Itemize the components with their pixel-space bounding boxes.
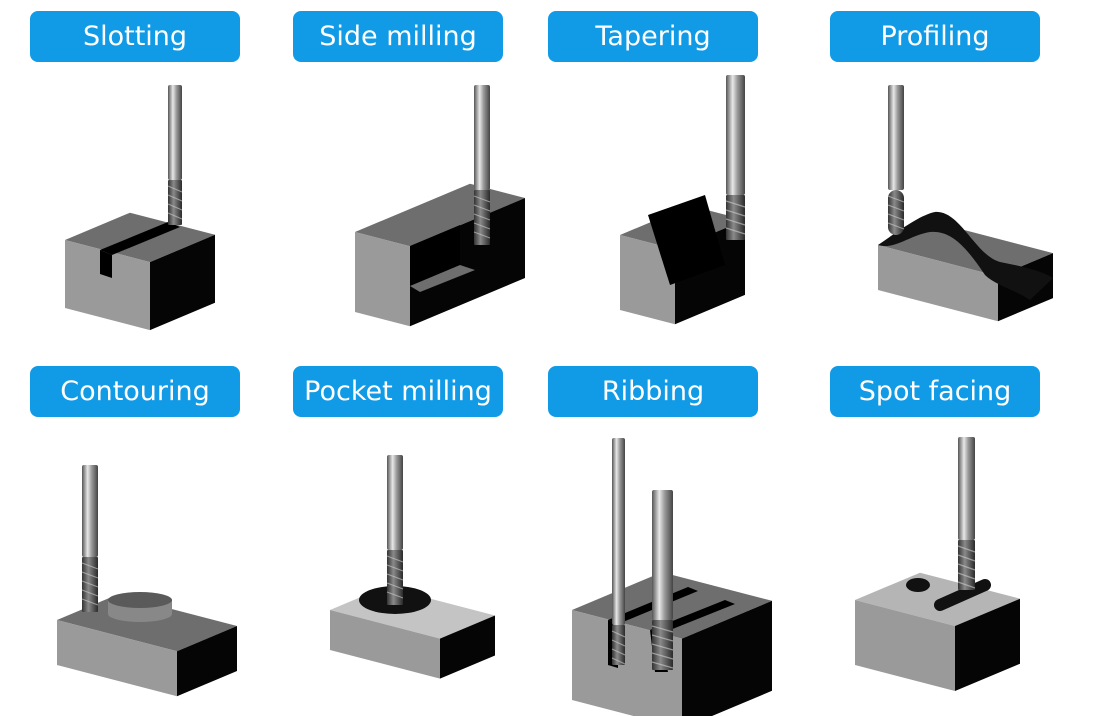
cylinder-boss xyxy=(108,592,172,608)
spot-facing-illustration xyxy=(855,437,1020,691)
block-front xyxy=(620,235,675,325)
end-mill-shank xyxy=(82,465,98,557)
slotting-illustration xyxy=(65,85,215,331)
label-slotting: Slotting xyxy=(30,11,240,62)
contouring-illustration xyxy=(57,465,237,697)
slot xyxy=(934,579,991,611)
end-mill-shank xyxy=(612,438,625,625)
label-ribbing: Ribbing xyxy=(548,366,758,417)
end-mill-shank xyxy=(888,85,904,190)
block-top xyxy=(855,572,1020,626)
end-mill-shank xyxy=(168,85,182,180)
label-pocket-milling: Pocket milling xyxy=(293,366,503,417)
label-spot-facing: Spot facing xyxy=(830,366,1040,417)
end-mill-shank xyxy=(387,455,403,550)
spot-hole xyxy=(906,578,930,592)
label-profiling: Profiling xyxy=(830,11,1040,62)
block-front xyxy=(855,600,955,691)
ribbing-illustration xyxy=(572,438,772,716)
block-front xyxy=(65,240,150,331)
side-milling-illustration xyxy=(355,85,525,327)
end-mill-shank xyxy=(726,75,745,195)
block-side xyxy=(440,615,495,679)
block-front xyxy=(330,610,440,679)
tapering-illustration xyxy=(620,75,746,325)
block-front xyxy=(355,232,410,327)
end-mill-flutes xyxy=(168,180,182,225)
end-mill-flutes xyxy=(726,195,745,240)
end-mill-shank xyxy=(474,85,490,190)
end-mill-shank xyxy=(652,490,673,620)
end-mill-flutes xyxy=(888,190,904,235)
block-side xyxy=(682,600,772,716)
block-front xyxy=(878,245,998,322)
block-side xyxy=(150,234,215,331)
block-side xyxy=(410,198,525,327)
block-front xyxy=(57,620,177,697)
label-contouring: Contouring xyxy=(30,366,240,417)
block-top xyxy=(57,594,237,652)
label-side-milling: Side milling xyxy=(293,11,503,62)
block-side xyxy=(955,598,1020,691)
block-side xyxy=(177,626,237,697)
pocket-milling-illustration xyxy=(330,455,495,679)
label-tapering: Tapering xyxy=(548,11,758,62)
end-mill-shank xyxy=(958,437,975,540)
profiling-illustration xyxy=(878,85,1053,322)
